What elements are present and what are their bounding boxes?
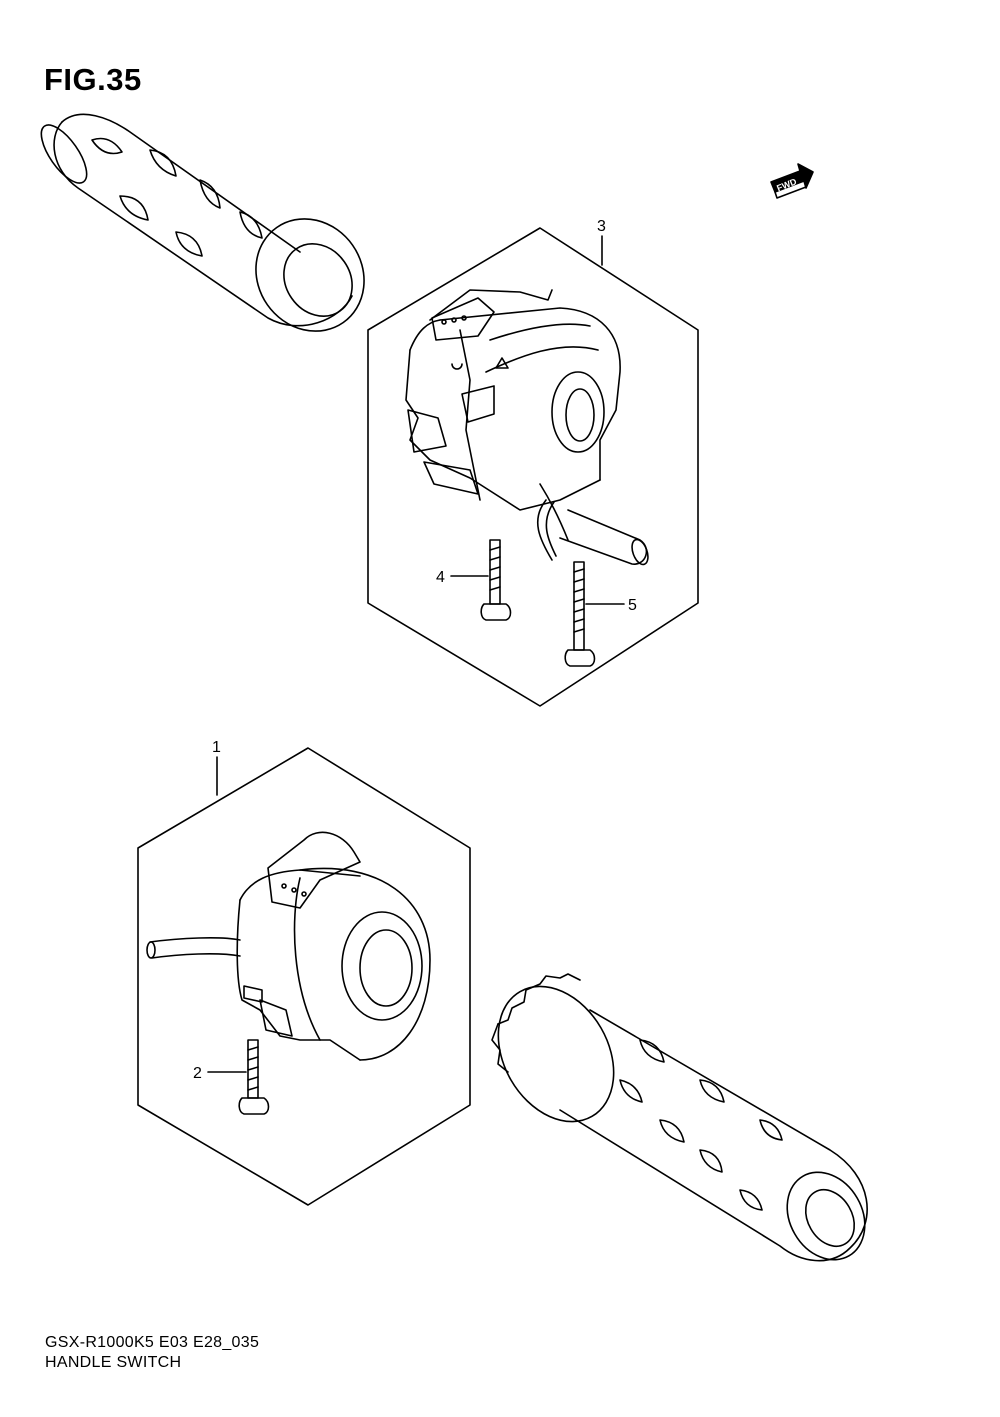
fwd-arrow-icon — [770, 163, 814, 199]
screw-4 — [480, 539, 512, 621]
assembly-box-1 — [137, 747, 471, 1206]
figure-title: FIG.35 — [44, 62, 142, 97]
grip-upper-left — [40, 113, 365, 332]
screw-5 — [564, 561, 596, 667]
assembly-box-3 — [367, 227, 699, 707]
left-handle-switch — [146, 831, 431, 1061]
model-code: GSX-R1000K5 E03 E28_035 — [45, 1334, 260, 1351]
footer-caption: GSX-R1000K5 E03 E28_035 HANDLE SWITCH — [45, 1333, 259, 1373]
callout-1: 1 — [212, 739, 221, 756]
callout-5: 5 — [628, 597, 637, 614]
screw-2 — [238, 1039, 270, 1115]
callout-2: 2 — [193, 1065, 202, 1082]
section-name: HANDLE SWITCH — [45, 1354, 182, 1371]
callout-3: 3 — [597, 218, 606, 235]
right-handle-switch — [405, 289, 649, 566]
callout-4: 4 — [436, 569, 445, 586]
grip-lower-right — [491, 973, 868, 1262]
